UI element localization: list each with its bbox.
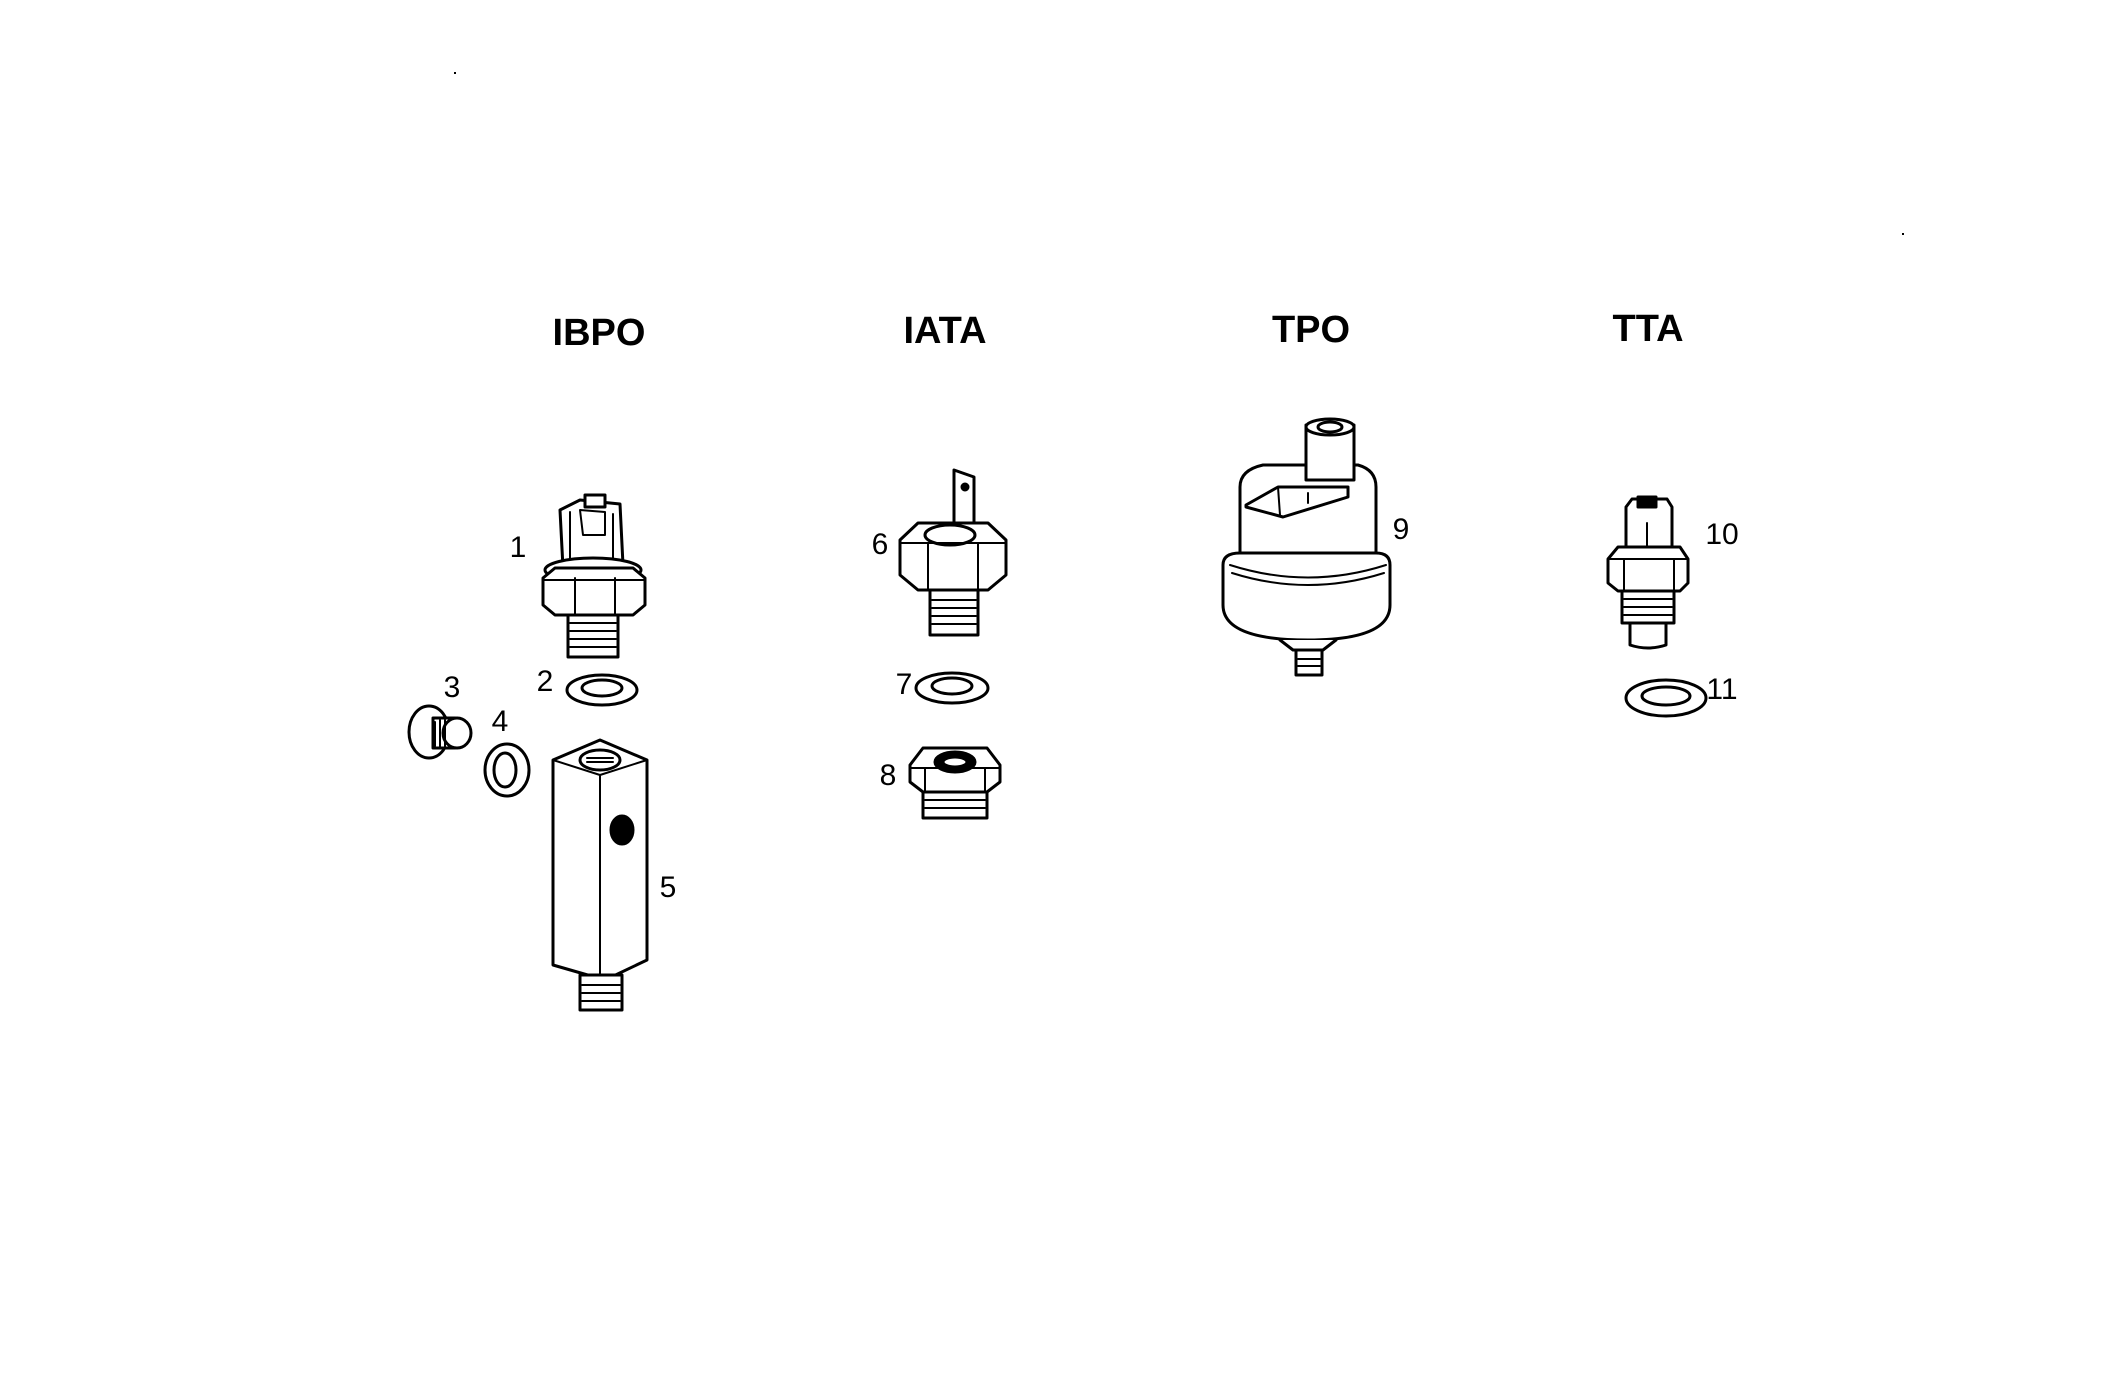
group-title-iata: IATA [903, 310, 987, 352]
callout-8: 8 [879, 759, 897, 792]
callout-2: 2 [536, 665, 554, 698]
group-title-ibpo: IBPO [552, 312, 646, 354]
part-4-washer [483, 742, 531, 798]
scan-speck [454, 72, 456, 74]
group-title-tta: TTA [1612, 308, 1684, 350]
part-5-adapter-block [551, 738, 649, 1012]
part-11-washer [1624, 678, 1708, 718]
callout-1: 1 [509, 531, 527, 564]
callout-6: 6 [871, 528, 889, 561]
part-8-reducer-bushing [908, 746, 1002, 820]
part-9-pressure-sender [1221, 417, 1392, 677]
part-10-temperature-sender [1606, 495, 1690, 650]
group-title-tpo: TPO [1271, 309, 1351, 351]
callout-11: 11 [1706, 673, 1738, 706]
callout-9: 9 [1392, 513, 1410, 546]
callout-5: 5 [659, 871, 677, 904]
callout-4: 4 [491, 705, 509, 738]
part-1-pressure-switch [541, 493, 647, 659]
part-2-washer [565, 673, 639, 707]
callout-10: 10 [1705, 518, 1739, 551]
part-6-pressure-switch [898, 468, 1008, 637]
callout-7: 7 [895, 668, 913, 701]
part-3-plug [407, 704, 473, 760]
part-7-washer [914, 671, 990, 705]
callout-3: 3 [443, 671, 461, 704]
scan-speck [1902, 233, 1904, 235]
